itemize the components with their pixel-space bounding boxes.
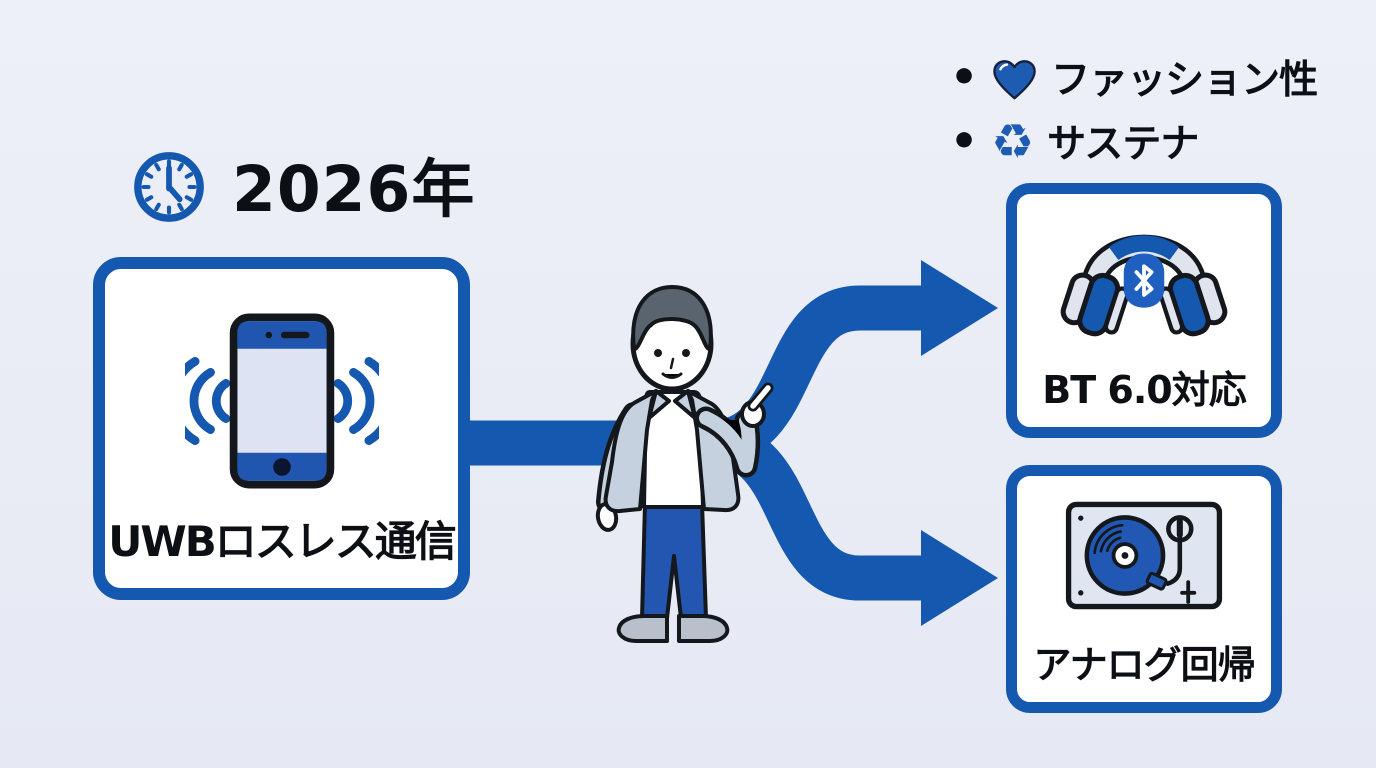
person-illustration xyxy=(595,285,774,643)
outcome-box-analog: アナログ回帰 xyxy=(1006,465,1282,713)
year-text: 2026年 xyxy=(232,152,476,226)
benefit-label-sustainability: サステナ xyxy=(1047,121,1199,167)
arrowhead-top xyxy=(921,260,998,356)
recycle-icon: ♻ xyxy=(991,114,1035,170)
arrowhead-bottom xyxy=(921,530,998,626)
heart-icon xyxy=(993,59,1036,99)
benefit-item-sustainability: • ♻ サステナ xyxy=(950,118,1317,170)
bullet-dot: • xyxy=(950,52,979,103)
outcome-label-bluetooth: BT 6.0対応 xyxy=(1042,368,1246,413)
bluetooth-badge xyxy=(1123,253,1165,308)
turntable-icon-wrap xyxy=(1064,498,1224,617)
year-label-group: 2026年 xyxy=(128,146,475,228)
outcome-box-bluetooth: BT 6.0対応 xyxy=(1006,183,1282,438)
outcome-label-analog: アナログ回帰 xyxy=(1033,643,1255,688)
bluetooth-headphones-icon-wrap xyxy=(1051,208,1237,347)
benefit-item-fashion: • ファッション性 xyxy=(950,52,1318,106)
clock-icon xyxy=(134,152,204,222)
benefit-label-fashion: ファッション性 xyxy=(1051,57,1318,103)
turntable-icon xyxy=(1065,501,1223,610)
source-box-label: UWBロスレス通信 xyxy=(108,516,456,566)
smartphone-signal-icon xyxy=(167,313,396,489)
bullet-dot: • xyxy=(950,116,979,167)
benefits-list: • ファッション性 • ♻ サステナ xyxy=(950,52,1318,170)
source-box: UWBロスレス通信 xyxy=(93,257,470,600)
smartphone-signal-icon-wrap xyxy=(167,313,396,493)
bluetooth-headphones-icon xyxy=(1060,234,1228,337)
